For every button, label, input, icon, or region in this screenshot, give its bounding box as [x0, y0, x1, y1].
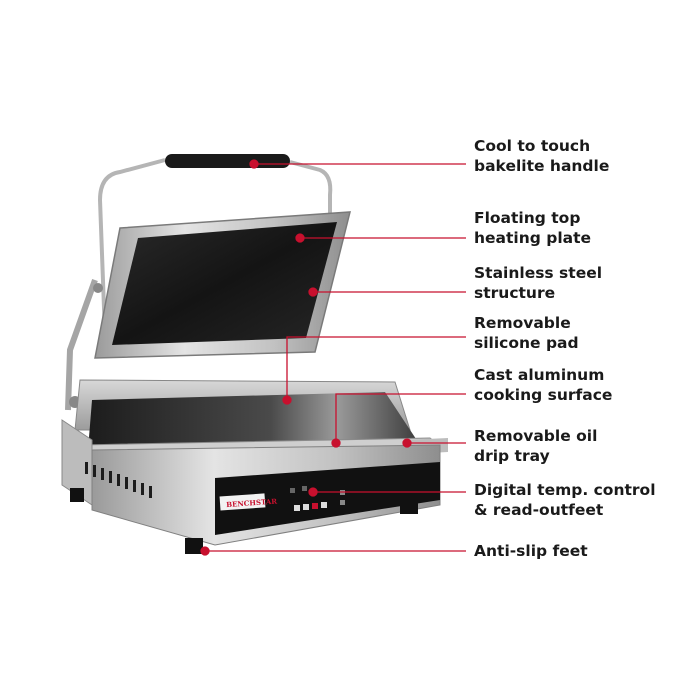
foot-front-right — [400, 500, 418, 514]
callout-cooking-surface: Cast aluminum cooking surface — [474, 366, 613, 404]
brand-logo-text: BENCHSTAR — [226, 497, 278, 510]
top-heating-plate — [94, 211, 351, 359]
foot-front-left — [185, 538, 203, 554]
control-panel — [215, 462, 440, 535]
callout-digital-control: Digital temp. control & read-outfeet — [474, 481, 656, 519]
callout-drip-tray: Removable oil drip tray — [474, 427, 598, 465]
cooking-surface — [88, 392, 420, 450]
callout-structure: Stainless steel structure — [474, 264, 603, 302]
callout-feet: Anti-slip feet — [474, 542, 588, 560]
callout-top-plate: Floating top heating plate — [474, 209, 592, 247]
grill-body: BENCHSTAR — [61, 379, 448, 554]
callout-handle: Cool to touch bakelite handle — [474, 137, 610, 175]
foot-left-back — [70, 488, 84, 502]
brand-logo — [219, 493, 266, 511]
callout-lines — [200, 159, 466, 556]
callout-silicone-pad: Removable silicone pad — [474, 314, 579, 352]
bakelite-handle — [165, 154, 290, 168]
